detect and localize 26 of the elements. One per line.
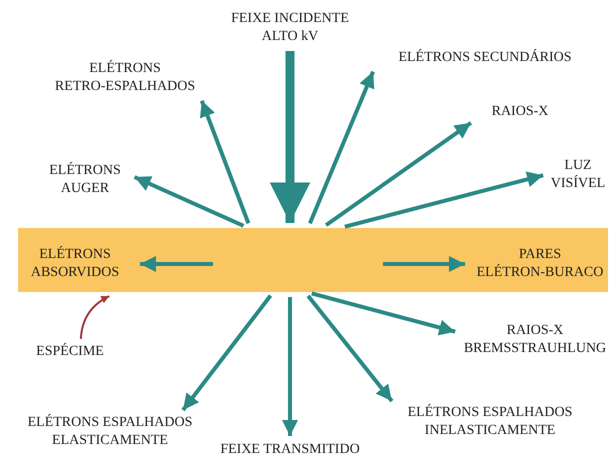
arrow	[282, 297, 298, 436]
signal-label: ESPÉCIME	[20, 343, 120, 361]
signal-label: ELÉTRONS ESPALHADOS INELASTICAMENTE	[375, 404, 605, 440]
signal-label: FEIXE TRANSMITIDO	[200, 441, 380, 459]
arrow	[306, 294, 394, 402]
signal-label: ELÉTRONS RETRO-ESPALHADOS	[50, 60, 200, 96]
arrow	[383, 256, 465, 272]
arrow	[324, 121, 472, 227]
signal-label: ELÉTRONS AUGER	[40, 162, 130, 198]
arrow	[181, 294, 272, 412]
signal-label: LUZ VISÍVEL	[548, 157, 608, 193]
signal-label: ELÉTRONS SECUNDÁRIOS	[375, 49, 595, 67]
arrow	[134, 175, 244, 228]
signal-label: PARES ELÉTRON-BURACO	[470, 246, 610, 282]
specimen-band	[18, 228, 608, 292]
leader-arrow	[80, 295, 110, 339]
arrow	[140, 256, 213, 272]
arrow	[200, 100, 250, 224]
arrow	[311, 292, 456, 336]
arrow	[270, 51, 310, 223]
signal-label: RAIOS-X BREMSSTRAUHLUNG	[460, 322, 610, 358]
arrow	[344, 172, 544, 229]
signal-label: FEIXE INCIDENTE ALTO kV	[215, 10, 365, 46]
signal-label: ELÉTRONS ABSORVIDOS	[15, 246, 135, 282]
signal-label: RAIOS-X	[475, 103, 565, 121]
arrow	[308, 70, 375, 224]
